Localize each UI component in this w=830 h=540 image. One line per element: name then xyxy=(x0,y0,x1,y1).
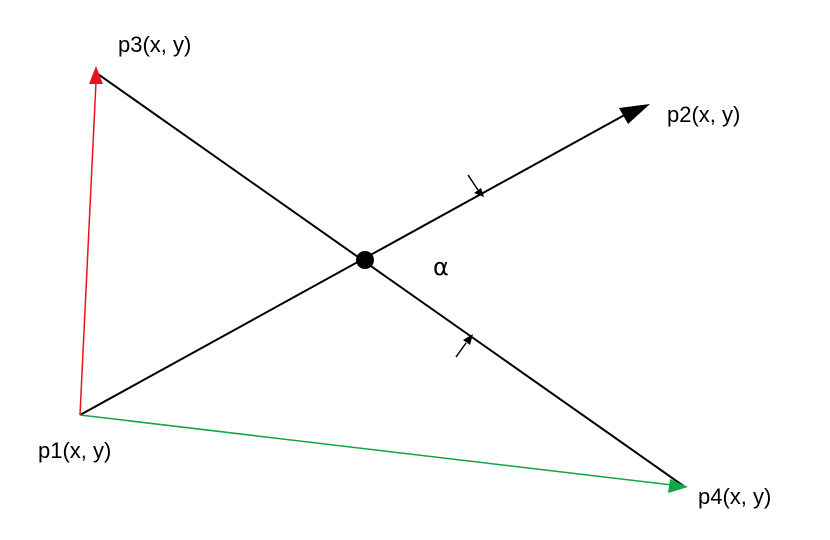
label-p1: p1(x, y) xyxy=(38,438,111,463)
arrowhead-p4 xyxy=(668,479,688,493)
vector-p1-p3 xyxy=(79,81,97,416)
label-p3: p3(x, y) xyxy=(118,32,191,57)
arrowhead-p3 xyxy=(89,66,103,84)
angle-tick-upper-line xyxy=(467,174,479,191)
label-p4: p4(x, y) xyxy=(698,484,771,509)
label-p2: p2(x, y) xyxy=(667,102,740,127)
line-p3-p4 xyxy=(94,71,686,488)
intersection-point xyxy=(356,251,374,269)
angle-label-alpha: α xyxy=(433,253,449,281)
angle-tick-lower-line xyxy=(455,342,467,358)
angle-tick-upper-arrow xyxy=(474,188,484,197)
angle-tick-lower-arrow xyxy=(463,334,473,345)
vector-p1-p4 xyxy=(79,414,673,486)
arrowhead-p2 xyxy=(619,104,650,124)
line-p1-p2 xyxy=(79,111,631,416)
